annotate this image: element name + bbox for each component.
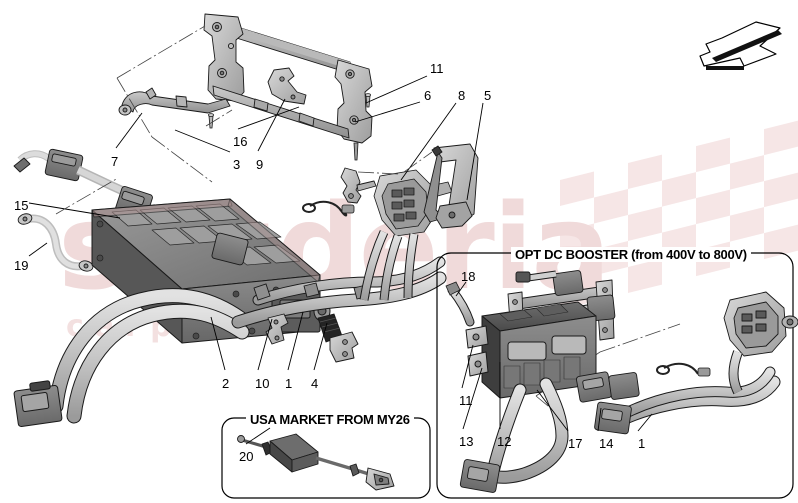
callout-13: 13: [459, 434, 474, 449]
leader-line-2: [210, 316, 226, 371]
upper-crossmember-assembly: [203, 13, 377, 204]
callout-11: 11: [430, 61, 444, 76]
callout-8: 8: [458, 88, 466, 103]
leader-line-9: [257, 98, 286, 152]
callout-12: 12: [497, 434, 512, 449]
panel-title-usa-market: USA MARKET FROM MY26: [246, 412, 414, 427]
callout-18: 18: [461, 269, 476, 284]
leader-line-11: [365, 75, 428, 104]
callout-10: 10: [255, 376, 270, 391]
leader-line-1: [287, 311, 304, 371]
callout-1: 1: [638, 436, 646, 451]
leader-line-10: [257, 318, 273, 371]
leader-line-19: [28, 242, 48, 257]
callout-9: 9: [256, 157, 264, 172]
callout-3: 3: [233, 157, 241, 172]
leader-line-16: [237, 106, 300, 130]
leader-line-3: [174, 129, 231, 153]
panel-title-opt-dc-booster: OPT DC BOOSTER (from 400V to 800V): [511, 247, 751, 262]
callout-5: 5: [484, 88, 492, 103]
callout-19: 19: [14, 258, 29, 273]
callout-20: 20: [239, 449, 254, 464]
leader-line-5: [466, 102, 484, 201]
ground-strap-19: [17, 213, 94, 272]
callout-14: 14: [599, 436, 614, 451]
leader-line-15: [28, 202, 121, 219]
hv-cable-loop-main: [13, 288, 250, 427]
hv-battery-module-2: [91, 198, 331, 344]
leader-line-4: [313, 322, 328, 371]
callout-7: 7: [111, 154, 119, 169]
protective-cover-5: [423, 143, 479, 229]
isolator-pad-4: [317, 313, 359, 363]
callout-1: 1: [285, 376, 293, 391]
callout-11: 11: [459, 393, 473, 408]
center-bracket-9: [267, 67, 307, 105]
callout-16: 16: [233, 134, 248, 149]
callout-6: 6: [424, 88, 432, 103]
hv-connector-cluster: [302, 169, 453, 301]
callout-17: 17: [568, 436, 583, 451]
leader-line-6: [354, 101, 421, 123]
service-loop-wire: [302, 200, 355, 217]
callout-4: 4: [311, 376, 319, 391]
orientation-arrow: [699, 21, 782, 70]
callout-2: 2: [222, 376, 230, 391]
leader-line-7: [115, 112, 143, 149]
bolt-fasteners: [207, 93, 371, 161]
stabilizer-bar-7: [118, 87, 231, 116]
callout-15: 15: [14, 198, 29, 213]
